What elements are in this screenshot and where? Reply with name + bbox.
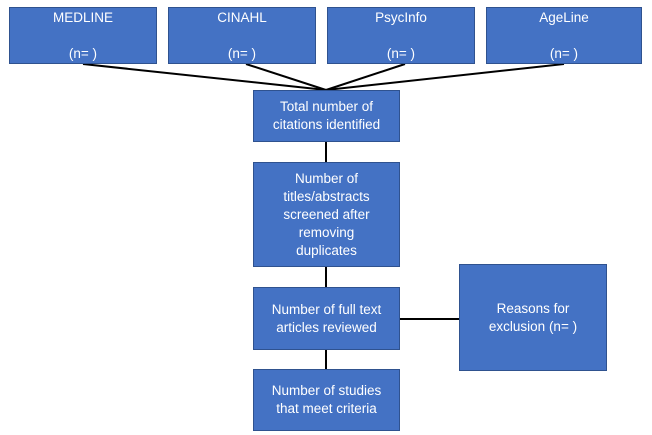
connector-cinahl — [245, 63, 327, 91]
full-text-label: Number of full text articles reviewed — [271, 301, 382, 335]
connector-psycinfo — [325, 63, 406, 91]
source-count-cinahl: (n= ) — [227, 45, 257, 61]
connector-medline — [82, 63, 327, 91]
source-count-medline: (n= ) — [68, 45, 98, 61]
connector-ageline — [325, 63, 565, 91]
source-name-cinahl: CINAHL — [217, 9, 267, 25]
source-name-ageline: AgeLine — [539, 9, 589, 25]
source-box-cinahl: CINAHL (n= ) — [168, 7, 316, 64]
exclusion-box: Reasons for exclusion (n= ) — [459, 264, 607, 371]
full-text-box: Number of full text articles reviewed — [253, 287, 400, 350]
screened-box: Number of titles/abstracts screened afte… — [253, 162, 400, 267]
source-name-psycinfo: PsycInfo — [375, 9, 427, 25]
source-box-ageline: AgeLine (n= ) — [486, 7, 642, 64]
total-citations-label: Total number of citations identified — [272, 99, 381, 132]
final-studies-box: Number of studies that meet criteria — [253, 369, 400, 431]
source-count-psycinfo: (n= ) — [386, 45, 416, 61]
source-count-ageline: (n= ) — [549, 45, 579, 61]
final-studies-label: Number of studies that meet criteria — [271, 383, 382, 416]
source-box-psycinfo: PsycInfo (n= ) — [327, 7, 475, 64]
source-name-medline: MEDLINE — [52, 9, 113, 25]
source-box-medline: MEDLINE (n= ) — [9, 7, 157, 64]
total-citations-box: Total number of citations identified — [253, 90, 400, 142]
screened-label: Number of titles/abstracts screened afte… — [283, 170, 370, 258]
exclusion-label: Reasons for exclusion (n= ) — [488, 300, 578, 334]
